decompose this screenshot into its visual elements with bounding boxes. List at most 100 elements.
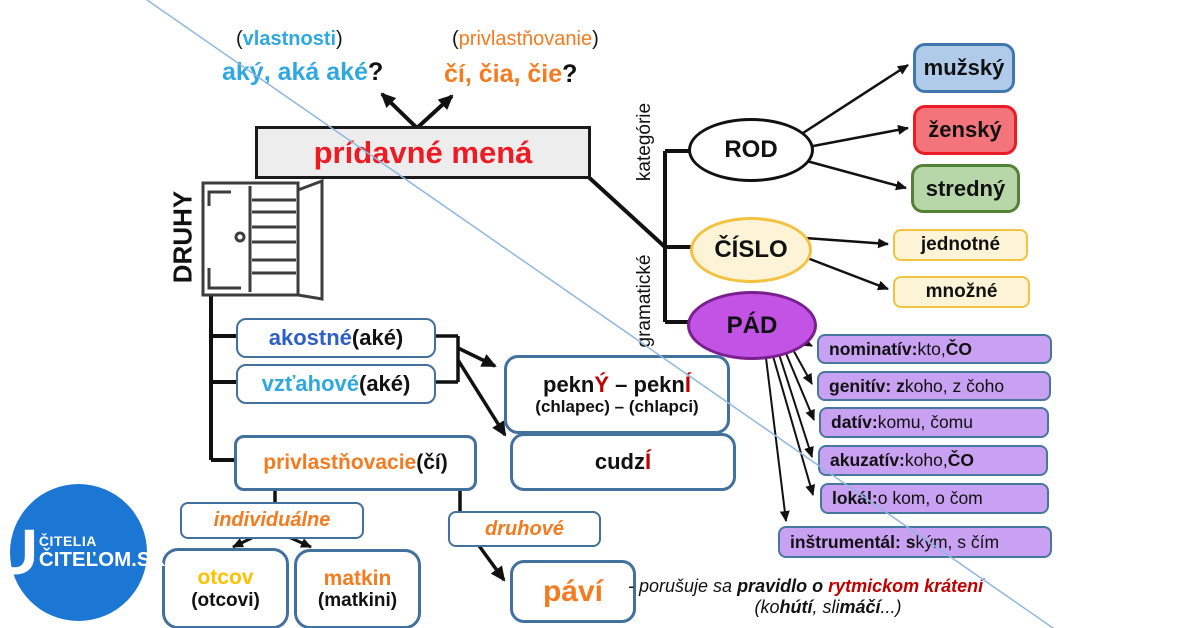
paren-close: )	[336, 28, 343, 50]
case-text: komu, čomu	[877, 412, 973, 432]
case-box-genitiv: genitív: z koho, z čoho	[817, 371, 1051, 401]
pad-label: PÁD	[726, 311, 778, 339]
vlastnosti-label: (vlastnosti)	[236, 28, 343, 51]
kategorie-label: kategórie	[634, 102, 655, 182]
individualne-box: individuálne	[180, 502, 364, 539]
number-box-jednotne: jednotné	[893, 229, 1028, 261]
number-box-mnozne: množné	[893, 276, 1030, 308]
gender-box-muzsky: mužský	[913, 43, 1015, 93]
matkin-paren: (matkini)	[317, 590, 398, 612]
aky-question-text: aký, aká aké	[222, 58, 368, 86]
note-line2: (kohútí, slimáčí...)	[628, 597, 1028, 618]
case-box-lokal: lokál: o kom, o čom	[820, 483, 1049, 514]
pavi-box: páví	[510, 560, 636, 623]
logo-text: U ČITELIA ČITEĽOM.SK	[0, 515, 166, 588]
case-label: akuzatív:	[830, 450, 905, 470]
individualne-word: individuálne	[213, 509, 331, 531]
paren-open: (	[236, 28, 243, 50]
rhythm-rule-note: - porušuje sa pravidlo o rytmickom kráte…	[628, 576, 1028, 618]
case-text: kým, s čím	[915, 531, 1000, 552]
case-label: datív:	[831, 412, 878, 432]
pekny-box: peknÝ – peknÍ (chlapec) – (chlapci)	[504, 355, 730, 434]
privlastnovacie-suffix: (čí)	[416, 451, 448, 474]
gender-box-stredny: stredný	[911, 164, 1020, 213]
matkin-word: matkin	[323, 566, 392, 590]
case-text: kto,	[917, 338, 946, 359]
note-red-text: rytmickom krátení	[828, 576, 984, 596]
note-example: (ko	[754, 597, 780, 617]
logo-lines: ČITELIA ČITEĽOM.SK	[38, 533, 166, 572]
type-example-connectors	[432, 334, 507, 437]
privlastnovanie-word: privlastňovanie	[458, 28, 593, 50]
note-bold-text: pravidlo o	[737, 576, 829, 596]
left-tree-lines	[209, 296, 237, 462]
logo-line2: ČITEĽOM.SK	[38, 548, 166, 572]
case-label: nominatív:	[829, 338, 918, 359]
number-label: jednotné	[920, 234, 1001, 255]
privlastnovanie-label: (privlastňovanie)	[452, 28, 599, 51]
question-mark: ?	[562, 60, 578, 88]
note-example-bold: hútí	[779, 597, 813, 617]
pekny-sub: (chlapec) – (chlapci)	[535, 397, 699, 417]
title-question-arrows	[380, 92, 454, 130]
case-label: genitív: z	[829, 375, 905, 396]
cislo-arrows	[801, 236, 889, 291]
druhove-box: druhové	[448, 511, 601, 547]
pekny-part: – pekn	[609, 371, 685, 397]
note-example: , sli	[812, 597, 840, 617]
vztahove-suffix: (aké)	[359, 371, 411, 396]
pekny-red-letter: Ý	[594, 371, 610, 397]
vlastnosti-word: vlastnosti	[242, 28, 337, 50]
paren-close: )	[592, 28, 599, 50]
druhove-word: druhové	[485, 517, 564, 540]
note-dash-text: - porušuje sa	[628, 576, 738, 596]
vztahove-word: vzťahové	[261, 371, 359, 396]
druhy-label: DRUHY	[167, 190, 198, 284]
cudzi-red-letter: Í	[645, 449, 652, 474]
title-box: prídavné mená	[255, 126, 591, 179]
case-bold-text: ČO	[945, 338, 972, 359]
case-box-akuzativ: akuzatív: koho, ČO	[818, 445, 1048, 476]
gramaticke-label: gramatické	[634, 254, 655, 348]
note-example-bold: máčí	[839, 597, 881, 617]
note-line1: - porušuje sa pravidlo o rytmickom kráte…	[628, 576, 1028, 597]
otcov-box: otcov (otcovi)	[162, 548, 289, 628]
matkin-box: matkin (matkini)	[294, 549, 421, 628]
page-title: prídavné mená	[313, 134, 533, 170]
ci-question-text: čí, čia, čie	[444, 60, 563, 88]
ucitelia-ucitelom-logo: U ČITELIA ČITEĽOM.SK	[0, 484, 165, 621]
pekny-red-letter: Í	[684, 371, 691, 397]
case-box-nominativ: nominatív: kto, ČO	[817, 334, 1052, 364]
paren-open: (	[452, 28, 459, 50]
otcov-word: otcov	[197, 566, 254, 590]
cislo-label: ČÍSLO	[714, 236, 788, 263]
question-mark: ?	[367, 58, 384, 86]
case-text: o kom, o čom	[877, 488, 983, 508]
gender-box-zensky: ženský	[913, 105, 1017, 155]
case-bold-text: ČO	[947, 450, 974, 470]
ci-question: čí, čia, čie?	[444, 60, 577, 89]
case-label: lokál:	[832, 488, 878, 508]
akostne-suffix: (aké)	[351, 325, 404, 350]
privlastnovacie-box: privlastňovacie (čí)	[234, 435, 477, 491]
case-box-instrumental: inštrumentál: s kým, s čím	[778, 526, 1052, 558]
cudzi-part: cudz	[594, 449, 645, 474]
vztahove-box: vzťahové (aké)	[236, 364, 436, 404]
rod-arrows	[802, 63, 909, 191]
number-label: množné	[925, 281, 998, 302]
logo-line1: ČITELIA	[38, 533, 97, 550]
cabinet-icon	[201, 178, 324, 301]
note-example: ...)	[880, 597, 902, 617]
aky-question: aký, aká aké?	[222, 58, 383, 87]
druhove-pavi-arrow	[475, 541, 506, 582]
logo-u: U	[0, 515, 38, 588]
pad-case-arrows	[765, 336, 816, 522]
otcov-paren: (otcovi)	[191, 589, 260, 611]
gender-label: ženský	[928, 117, 1002, 142]
privlastnovacie-word: privlastňovacie	[263, 451, 417, 474]
akostne-box: akostné (aké)	[236, 318, 436, 358]
cislo-ellipse: ČÍSLO	[690, 217, 812, 283]
case-box-dativ: datív: komu, čomu	[819, 407, 1049, 438]
case-text: koho, z čoho	[904, 375, 1005, 396]
